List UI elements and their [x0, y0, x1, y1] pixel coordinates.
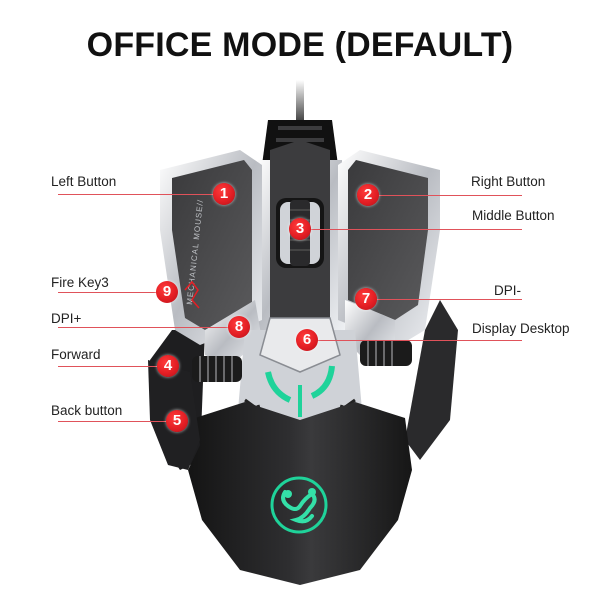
- badge-5: 5: [166, 410, 188, 432]
- badge-9: 9: [156, 281, 178, 303]
- label-right-button: Right Button: [471, 174, 546, 189]
- badge-4: 4: [157, 355, 179, 377]
- label-forward: Forward: [51, 347, 101, 362]
- callout-line-4: [58, 366, 168, 368]
- callout-line-5: [58, 421, 176, 423]
- red-accent-mark: [184, 280, 200, 309]
- badge-6: 6: [296, 329, 318, 351]
- led-arc-left: [265, 371, 292, 403]
- label-left-button: Left Button: [51, 174, 117, 189]
- callout-line-2: [368, 195, 522, 197]
- led-center-strip: [298, 385, 302, 417]
- label-back-button: Back button: [51, 403, 123, 418]
- palm-rest: [188, 402, 412, 585]
- callout-line-7: [366, 299, 522, 301]
- label-dpi-plus: DPI+: [51, 311, 82, 326]
- left-spring: [192, 356, 242, 382]
- callout-line-6: [307, 340, 522, 342]
- cable: [296, 80, 304, 130]
- badge-3: 3: [289, 218, 311, 240]
- callout-line-3: [300, 229, 522, 231]
- led-arc-right: [310, 365, 335, 399]
- badge-2: 2: [357, 184, 379, 206]
- badge-7: 7: [355, 288, 377, 310]
- scorpion-logo-icon: [270, 476, 328, 534]
- label-middle-button: Middle Button: [472, 208, 555, 223]
- label-dpi-minus: DPI-: [494, 283, 521, 298]
- badge-1: 1: [213, 183, 235, 205]
- callout-line-8: [58, 327, 238, 329]
- callout-line-1: [58, 194, 223, 196]
- page-title: OFFICE MODE (DEFAULT): [86, 26, 514, 64]
- badge-8: 8: [228, 316, 250, 338]
- callout-line-9: [58, 292, 168, 294]
- label-display-desktop: Display Desktop: [472, 321, 570, 336]
- right-spring: [360, 340, 412, 366]
- left-button-surface: [172, 160, 252, 330]
- label-fire-key3: Fire Key3: [51, 275, 109, 290]
